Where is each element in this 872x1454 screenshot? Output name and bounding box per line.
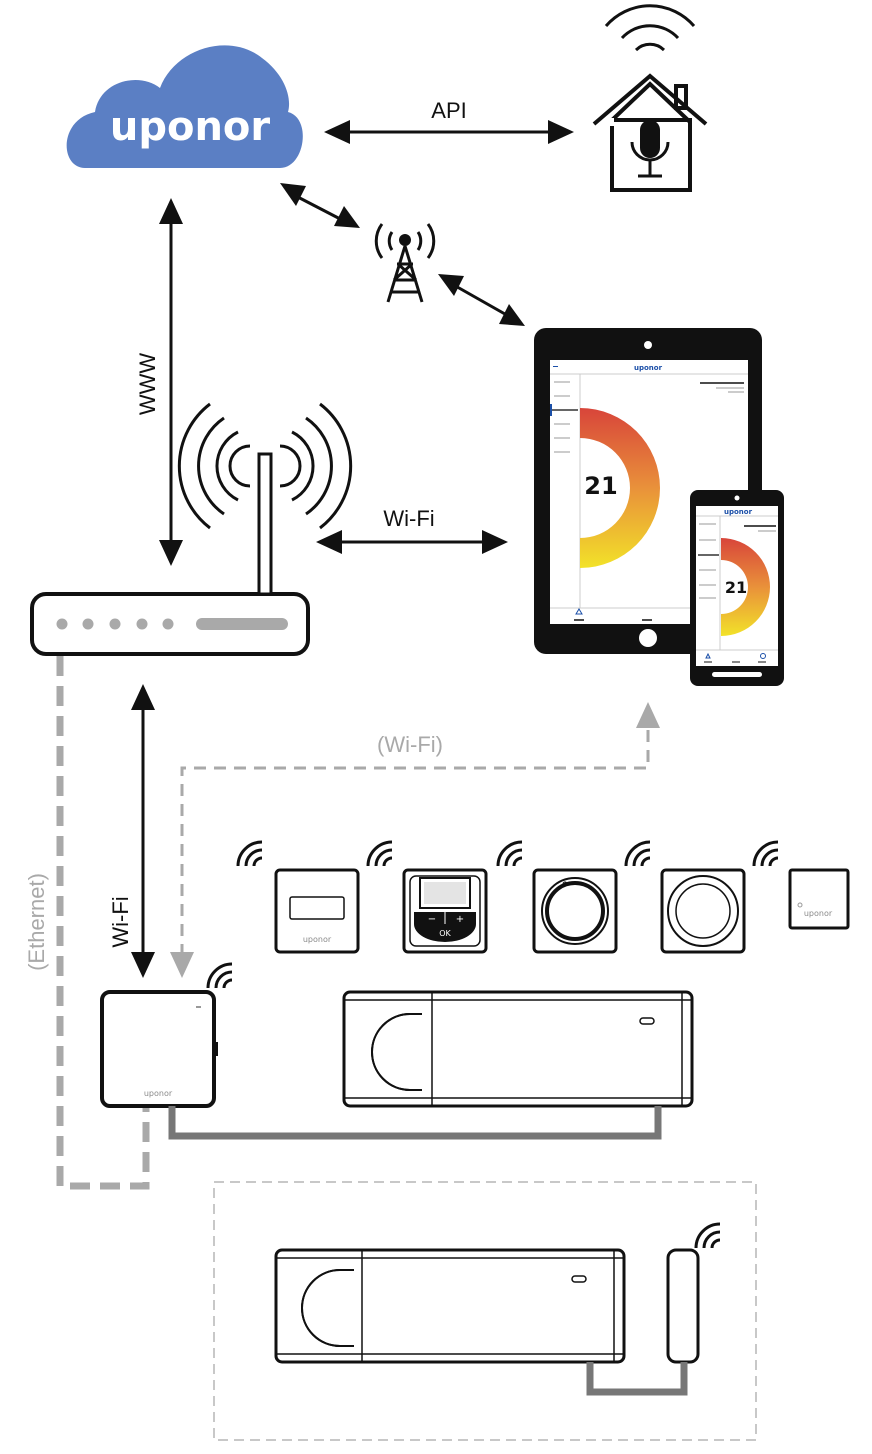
gateway-brand: uponor <box>144 1089 173 1098</box>
ethernet-label: (Ethernet) <box>24 873 49 971</box>
room-sensor-device: uponor <box>752 840 850 930</box>
thermostat-display-brand: uponor <box>303 935 332 944</box>
cell-tower-icon <box>374 223 436 303</box>
wireless-icon <box>694 1222 722 1250</box>
api-arrow <box>324 120 574 144</box>
thermostat-display-device: uponor <box>236 840 360 954</box>
thermostat-dial-indicator-device <box>496 840 618 954</box>
ok-button-label: OK <box>439 929 451 938</box>
tablet-brand: uponor <box>634 364 663 372</box>
antenna-device <box>666 1248 700 1364</box>
wireless-icon <box>206 962 234 990</box>
wifi-optional-label: (Wi-Fi) <box>377 732 443 757</box>
tablet-temperature: 21 <box>584 472 617 500</box>
tower-tablet-arrow <box>438 274 525 326</box>
cloud-tower-arrow <box>280 183 360 228</box>
secondary-controller-device <box>274 1248 626 1364</box>
gateway-device: uponor <box>100 990 218 1108</box>
antenna-cable <box>586 1362 688 1396</box>
minus-button-label: − <box>428 914 436 925</box>
cloud-brand: uponor <box>110 104 271 150</box>
thermostat-digital-device: − + OK <box>366 840 488 954</box>
wifi-router-gateway-arrow <box>131 684 155 978</box>
wifi-optional-path <box>170 702 660 978</box>
wifi-router-tablet-arrow <box>316 530 508 554</box>
www-arrow <box>159 198 183 566</box>
ethernet-path <box>56 656 150 1190</box>
api-label: API <box>431 98 466 123</box>
smartphone-icon: uponor 21 <box>690 490 784 686</box>
bus-cable <box>168 1106 662 1140</box>
plus-button-label: + <box>456 914 464 925</box>
thermostat-dial-device <box>624 840 746 954</box>
cloud-icon: uponor <box>66 45 303 169</box>
phone-temperature: 21 <box>725 578 747 597</box>
wifi-router-tablet-label: Wi-Fi <box>383 506 434 531</box>
phone-brand: uponor <box>724 508 753 516</box>
www-label: WWW <box>135 353 160 416</box>
controller-device <box>342 990 694 1108</box>
sensor-brand: uponor <box>804 909 833 918</box>
router-icon <box>30 402 353 656</box>
wifi-gateway-label: Wi-Fi <box>108 896 133 947</box>
smart-speaker-house-icon <box>592 4 708 192</box>
